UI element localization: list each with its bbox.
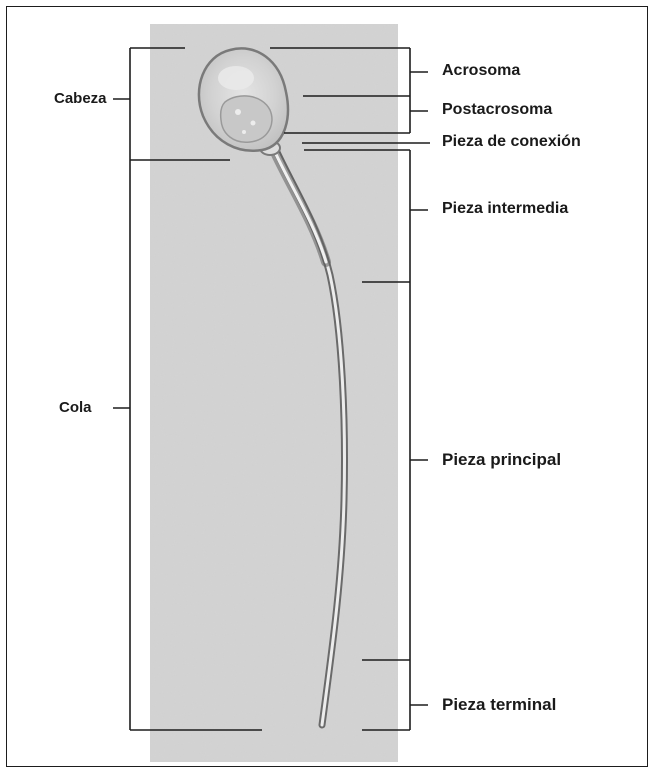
label-pieza-intermedia: Pieza intermedia [442, 201, 568, 217]
acrosome-region [218, 66, 254, 90]
postacrosome-granule [235, 109, 241, 115]
label-cabeza: Cabeza [54, 91, 107, 106]
postacrosome-granule [251, 121, 256, 126]
postacrosome-granule [242, 130, 246, 134]
label-cola: Cola [59, 400, 92, 415]
label-postacrosoma: Postacrosoma [442, 102, 552, 118]
label-pieza-principal: Pieza principal [442, 451, 561, 468]
label-acrosoma: Acrosoma [442, 63, 520, 79]
micrograph [150, 24, 398, 762]
label-pieza-terminal: Pieza terminal [442, 696, 556, 713]
label-pieza-conexion: Pieza de conexión [442, 134, 581, 150]
postacrosome-region [221, 96, 272, 142]
